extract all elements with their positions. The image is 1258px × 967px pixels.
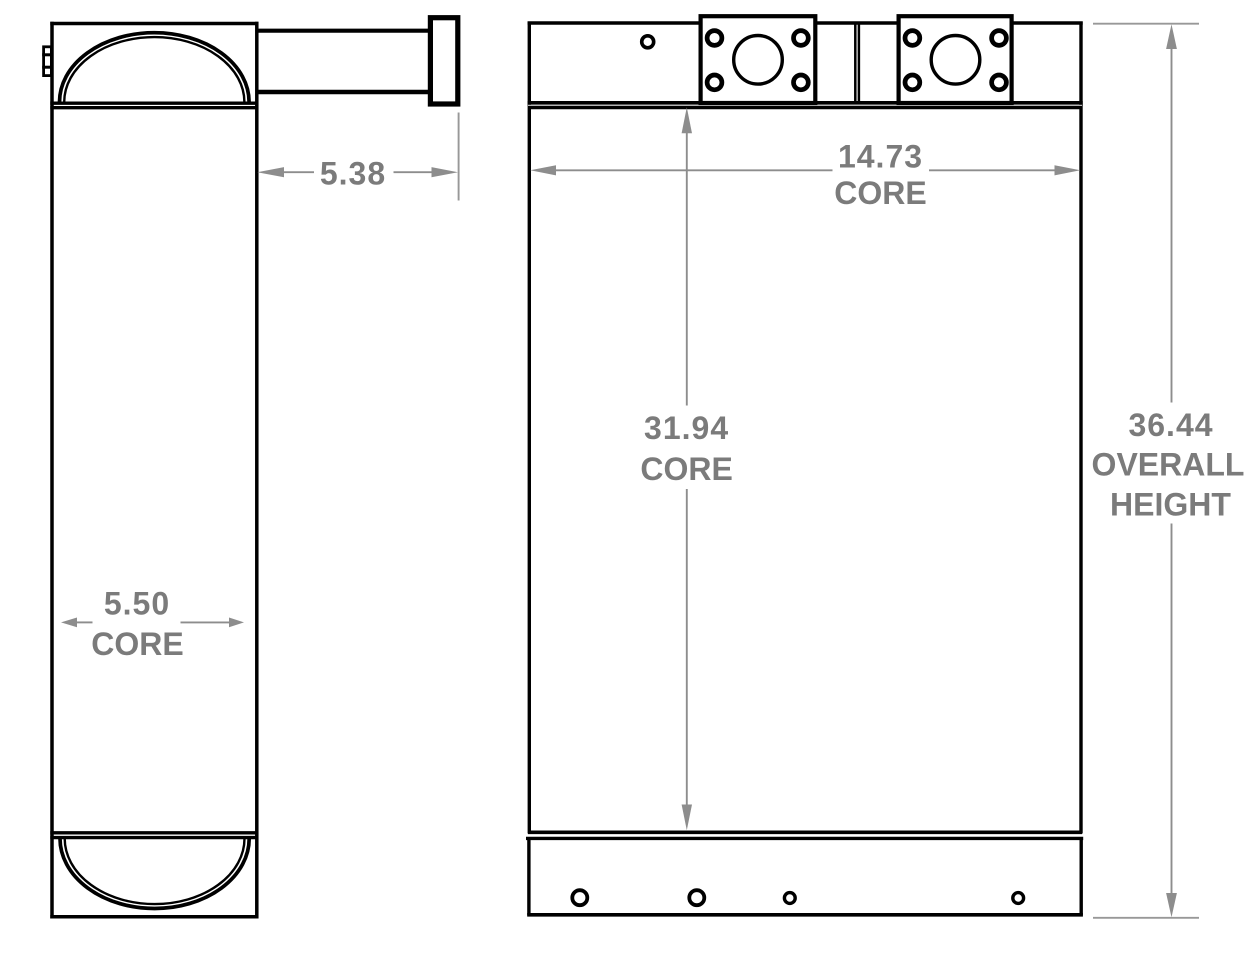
svg-text:5.38: 5.38 — [320, 156, 386, 192]
svg-text:OVERALL: OVERALL — [1092, 447, 1245, 483]
svg-text:31.94: 31.94 — [644, 410, 729, 446]
svg-text:CORE: CORE — [640, 451, 732, 487]
svg-text:CORE: CORE — [834, 175, 926, 211]
svg-text:5.50: 5.50 — [104, 585, 170, 621]
svg-text:36.44: 36.44 — [1128, 407, 1213, 443]
svg-text:HEIGHT: HEIGHT — [1110, 487, 1231, 523]
svg-text:CORE: CORE — [91, 626, 183, 662]
svg-text:14.73: 14.73 — [838, 139, 923, 175]
